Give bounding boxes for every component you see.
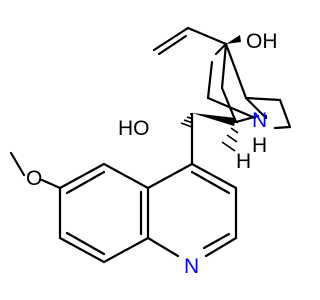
wedge-c9-c8 — [192, 113, 236, 126]
bond-c4-c5 — [214, 42, 228, 56]
atom-n-bridge: N — [252, 109, 267, 132]
atom-oh-bridgehead: OH — [246, 30, 278, 53]
bond-cage-right-2 — [278, 98, 292, 129]
hash-c9-oh — [180, 113, 194, 128]
bond-c7-c4 — [220, 42, 228, 90]
bond-pyr-4 — [204, 236, 238, 258]
bond-c8-c7 — [220, 86, 238, 124]
bond-pyr-2 — [190, 162, 238, 190]
atom-h-stereo: H — [236, 150, 251, 173]
bond-c6-n1 — [206, 96, 257, 120]
bond-c3-c2 — [244, 96, 268, 120]
molecule-structure: O N HO H OH N H — [9, 26, 292, 278]
bond-benz-1-inner — [65, 170, 106, 195]
bond-benz-2 — [102, 162, 150, 190]
atom-labels: O N HO H OH N H — [26, 30, 278, 278]
bond-pyr-4-inner — [202, 232, 231, 250]
atom-h-bridge: H — [252, 134, 267, 157]
bond-c4-c3 — [224, 42, 248, 100]
atom-o-methoxy: O — [26, 167, 42, 190]
hash-c8-h — [221, 120, 239, 152]
bond-benz-5 — [58, 236, 106, 264]
bond-c4-vinyl — [186, 26, 228, 46]
atom-ho-carbinol: HO — [118, 117, 150, 140]
bond-methyl-o — [9, 151, 26, 177]
bond-pyr-5 — [146, 236, 180, 258]
bond-cage-right-1 — [244, 96, 282, 102]
bond-benz-5-inner — [65, 231, 106, 256]
bond-o-ring — [40, 178, 62, 190]
bond-c5-c6 — [206, 60, 214, 100]
bonds — [9, 26, 292, 264]
atom-n-quinoline: N — [184, 255, 199, 278]
bond-benz-4 — [102, 236, 150, 264]
bond-cage-right-3 — [273, 125, 292, 130]
bond-benz-1 — [58, 162, 106, 190]
bond-vinyl-double — [152, 26, 190, 52]
structure-canvas: O N HO H OH N H — [9, 26, 292, 278]
wedge-c4-oh — [226, 35, 241, 44]
bond-pyr-2-inner — [190, 170, 231, 195]
bond-pyr-1 — [146, 162, 194, 190]
bond-vinyl-double-inner — [157, 34, 188, 56]
